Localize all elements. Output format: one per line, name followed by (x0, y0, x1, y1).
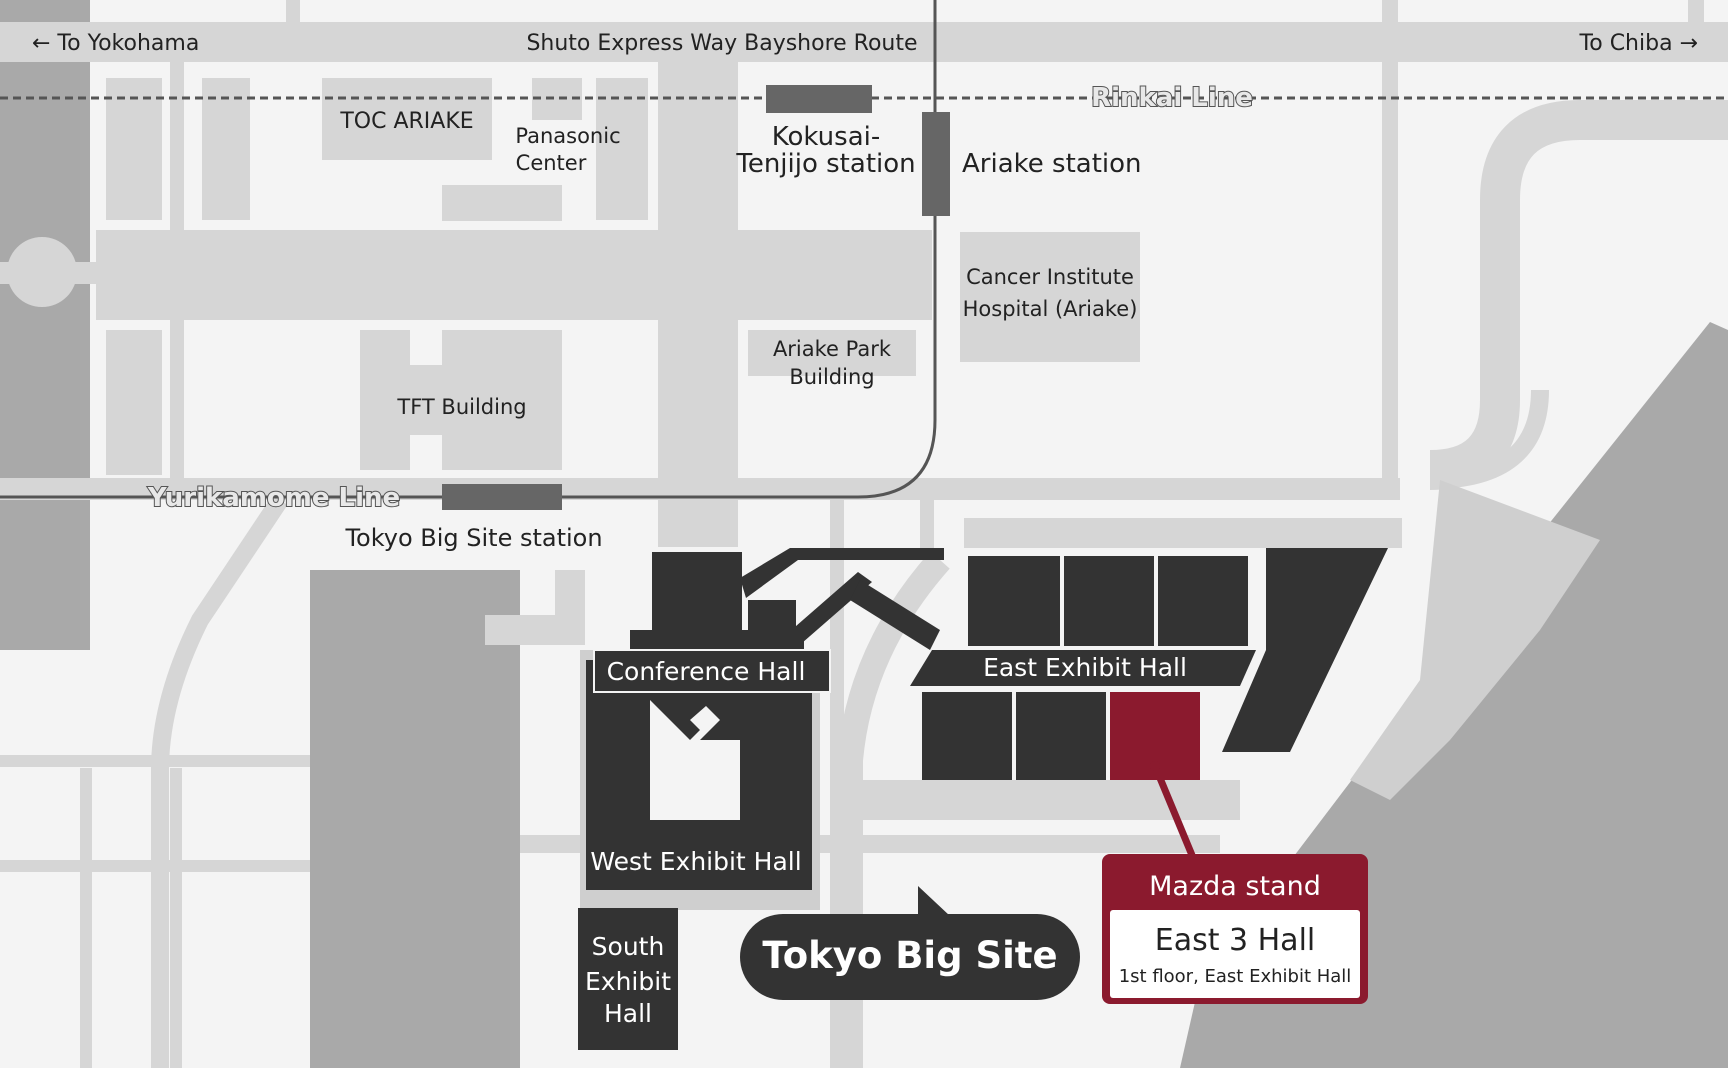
conference-hall-plate-box (593, 649, 831, 693)
kokusai-tenjijo-label-line2: Tenjijo station (735, 149, 915, 179)
east-road (1382, 62, 1398, 492)
panasonic-center-label-line2: Center (516, 151, 587, 175)
curved-roads (151, 100, 1728, 1068)
west-hall-atrium (650, 700, 740, 820)
central-north-road (658, 62, 738, 547)
block-6 (106, 330, 162, 475)
ariake-station-label: Ariake station (962, 149, 1142, 179)
toc-ariake-label: TOC ARIAKE (339, 109, 473, 134)
block-7 (682, 330, 738, 470)
west-road-top (286, 0, 300, 22)
galleria-bridge (850, 580, 940, 650)
venue-badge: Tokyo Big Site (740, 886, 1080, 1000)
roundabout-road (0, 262, 100, 284)
west-road (170, 62, 184, 482)
to-chiba-label: To Chiba → (1579, 31, 1698, 56)
ariake-park-label-line1: Ariake Park (773, 337, 892, 361)
mazda-pointer-line (1151, 764, 1198, 862)
east-hall-2 (1016, 692, 1106, 780)
far-east-road-top (1688, 0, 1704, 22)
rinkai-line-label: Rinkai Line (1091, 83, 1253, 113)
main-avenue (96, 230, 932, 320)
east-west-connector (740, 548, 944, 598)
south-exhibit-hall-label-line2: Exhibit (585, 967, 671, 996)
east-loop-road (1429, 100, 1728, 490)
tokyo-big-site-station-label: Tokyo Big Site station (344, 524, 602, 552)
ariake-park-block (748, 330, 916, 376)
grid-road-1 (80, 768, 92, 1068)
east-hall-south-court (860, 780, 1240, 820)
cancer-institute-label-line2: Hospital (Ariake) (963, 297, 1138, 321)
expressway-road (0, 22, 1728, 62)
expressway-label: Shuto Express Way Bayshore Route (526, 31, 917, 56)
venue-badge-pill (740, 914, 1080, 1000)
mazda-callout-header: Mazda stand (1149, 871, 1321, 902)
south-exhibit-hall-label-line1: South (592, 932, 665, 961)
yurikamome-line-label: Yurikamome Line (147, 483, 400, 513)
mazda-pointer-dot (1150, 761, 1160, 771)
block-1 (106, 78, 162, 220)
south-avenue (0, 478, 1400, 500)
venue-name: Tokyo Big Site (762, 934, 1057, 977)
tft-building-label: TFT Building (396, 395, 526, 419)
to-yokohama-label: ← To Yokohama (32, 31, 199, 56)
panasonic-center-label-line1: Panasonic (515, 124, 620, 148)
diagonal-road-west (151, 495, 288, 1068)
conference-hall-label: Conference Hall (607, 657, 806, 686)
east-hall-1 (922, 692, 1012, 780)
promenade-bridge (780, 572, 872, 650)
waterfront (1350, 480, 1600, 800)
station-platforms (442, 85, 950, 510)
mazda-callout-hall: East 3 Hall (1155, 923, 1316, 958)
east-hall-6 (968, 556, 1060, 646)
yurikamome-line-track (0, 0, 937, 499)
kokusai-tenjijo-platform (766, 85, 872, 113)
conference-hall-plate: Conference Hall (593, 649, 831, 693)
south-exhibit-hall-label-line3: Hall (604, 999, 652, 1028)
east-hall-7-8 (1222, 548, 1388, 752)
ariake-park-label-line2: Building (789, 365, 874, 389)
toc-ariake-block (322, 78, 492, 160)
block-4 (596, 78, 648, 220)
east-galleria (910, 650, 1256, 686)
mazda-callout-detail: 1st floor, East Exhibit Hall (1119, 966, 1352, 987)
cancer-institute-label-line1: Cancer Institute (966, 265, 1134, 289)
curved-road-east (837, 551, 950, 1068)
south-avenue-spur (920, 500, 934, 560)
east-pier (1350, 480, 1600, 800)
grid-road-2 (170, 768, 182, 1068)
cancer-institute-block (960, 232, 1140, 362)
west-hall-atrium-void (650, 700, 740, 820)
block-9 (485, 615, 585, 645)
east-road-top (1382, 0, 1398, 22)
tokyo-big-site-platform (442, 484, 562, 510)
block-2 (202, 78, 250, 220)
east-exhibit-hall-label: East Exhibit Hall (983, 653, 1187, 682)
water-center-left (310, 570, 520, 1068)
mazda-callout-body (1110, 910, 1360, 998)
east-hall-4 (1158, 556, 1248, 646)
mazda-callout: Mazda stand East 3 Hall 1st floor, East … (1102, 854, 1368, 1004)
block-5 (442, 185, 562, 221)
east-loop-inner (1429, 389, 1549, 489)
ariake-platform (922, 112, 950, 216)
south-exhibit-hall-block (578, 908, 678, 1050)
kokusai-tenjijo-label-line1: Kokusai- (772, 122, 880, 152)
west-exhibit-hall-label: West Exhibit Hall (590, 847, 801, 876)
venue-badge-pointer (918, 886, 950, 916)
tft-building-block (360, 330, 562, 470)
east-hall-5 (1064, 556, 1154, 646)
east-hall-forecourt (964, 518, 1402, 548)
